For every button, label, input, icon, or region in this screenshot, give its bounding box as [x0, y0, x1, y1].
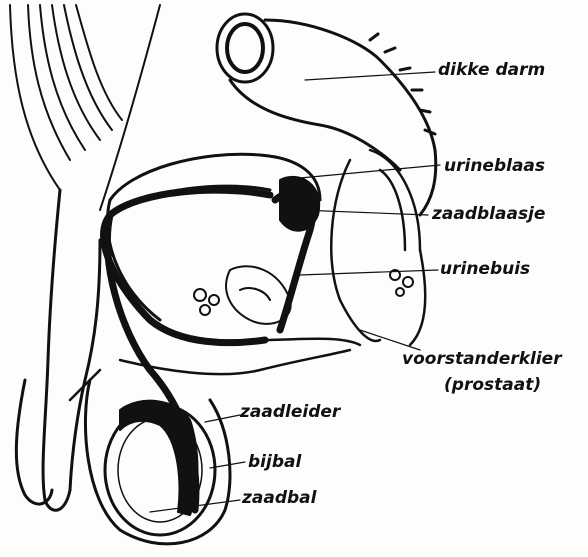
label-zaadbal: zaadbal [242, 490, 316, 507]
label-prostaat: (prostaat) [444, 377, 541, 394]
body-wall [10, 5, 160, 210]
label-bijbal: bijbal [248, 454, 301, 471]
rectum [331, 150, 425, 345]
label-voorstanderklier: voorstanderklier [402, 351, 562, 368]
label-dikke-darm: dikke darm [438, 62, 545, 79]
large-intestine [217, 14, 436, 215]
label-zaadblaasje: zaadblaasje [432, 206, 545, 223]
label-urinebuis: urinebuis [440, 261, 530, 278]
seminal-vesicle [280, 177, 319, 231]
label-zaadleider: zaadleider [240, 404, 340, 421]
label-urineblaas: urineblaas [444, 158, 545, 175]
urethra [70, 339, 360, 400]
epididymis [120, 401, 198, 515]
